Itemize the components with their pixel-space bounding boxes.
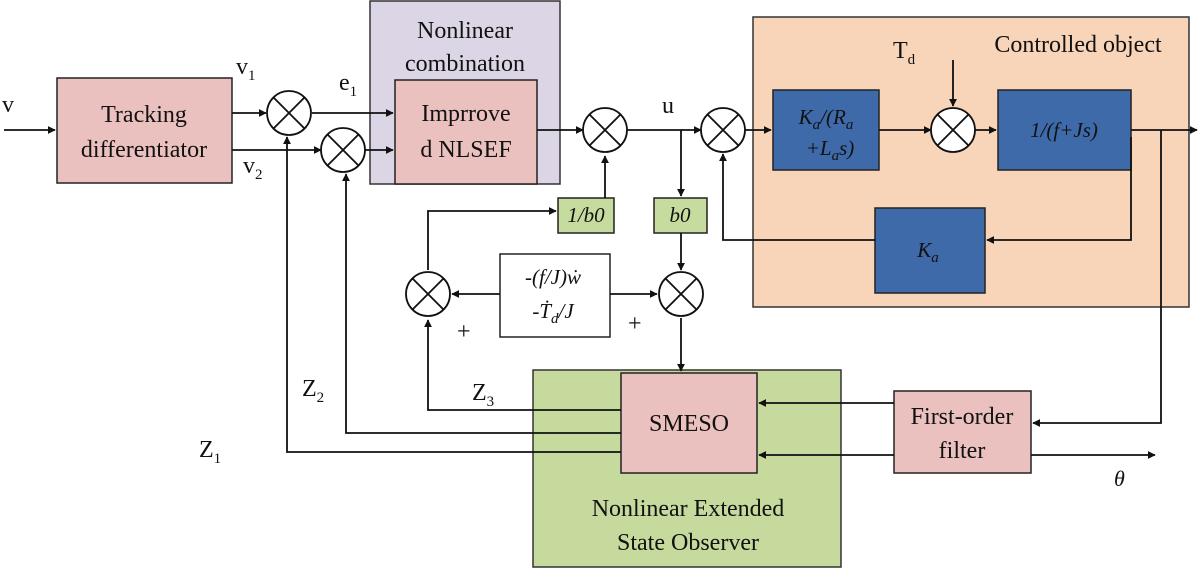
mechanical-block: [997, 89, 1132, 171]
neso-label-2: State Observer: [617, 530, 759, 556]
feedback-ka-block: [874, 207, 986, 294]
signal-v2: v2: [243, 153, 263, 183]
controlled-object-label: Controlled object: [994, 32, 1162, 58]
first-order-filter-label-1: First-order: [911, 404, 1014, 430]
signal-e1: e1: [339, 70, 357, 100]
inverse-b0-label: 1/b0: [567, 203, 605, 227]
signal-wires: [4, 60, 1198, 459]
tracking-differentiator-block: [56, 77, 233, 184]
signal-v: v: [2, 92, 14, 118]
summing-junction-left: [405, 271, 451, 317]
disturbance-term-label-2: -Ṫd/J: [532, 299, 575, 327]
nlsef-label-1: Imprrove: [421, 101, 510, 127]
signal-z1: Z1: [199, 437, 221, 467]
tracking-differentiator-label-2: differentiator: [81, 137, 207, 163]
b0-label: b0: [670, 203, 692, 227]
disturbance-term-label-1: -(f/J)ẇ: [525, 265, 581, 289]
neso-label-1: Nonlinear Extended: [592, 496, 785, 522]
first-order-filter-block: [893, 390, 1032, 474]
disturbance-term-block: [499, 253, 611, 338]
nlsef-block: [394, 79, 538, 185]
nonlinear-combination-label-1: Nonlinear: [417, 18, 513, 44]
inverse-b0-block: [557, 197, 615, 234]
summing-junction-v2: [320, 127, 366, 173]
nonlinear-combination-label-2: combination: [405, 51, 525, 77]
signal-theta: θ: [1114, 466, 1125, 491]
signal-td: Td: [893, 38, 916, 68]
first-order-filter-label-2: filter: [939, 438, 986, 464]
summing-junction-right: [658, 271, 704, 317]
signal-z3: Z3: [472, 380, 494, 410]
feedback-ka-label: Ka: [916, 238, 939, 266]
summing-junction-v1: [266, 90, 312, 136]
signal-v1: v1: [236, 54, 256, 84]
tracking-differentiator-label-1: Tracking: [101, 102, 187, 128]
summing-junction-plant-input: [700, 107, 746, 153]
signal-z2: Z2: [302, 376, 324, 406]
nlsef-label-2: d NLSEF: [420, 137, 511, 163]
plus-sign-right: +: [628, 311, 642, 337]
armature-block: [772, 89, 880, 171]
smeso-block: [620, 372, 758, 474]
smeso-label: SMESO: [649, 411, 729, 437]
plus-sign-left: +: [457, 319, 471, 345]
summing-junction-disturbance: [930, 107, 976, 153]
armature-label-2: +Las): [806, 136, 855, 164]
armature-label-1: Ka/(Ra: [798, 105, 854, 133]
summing-junction-control: [582, 107, 628, 153]
mechanical-label: 1/(f+Js): [1030, 118, 1098, 142]
signal-u: u: [662, 93, 674, 119]
